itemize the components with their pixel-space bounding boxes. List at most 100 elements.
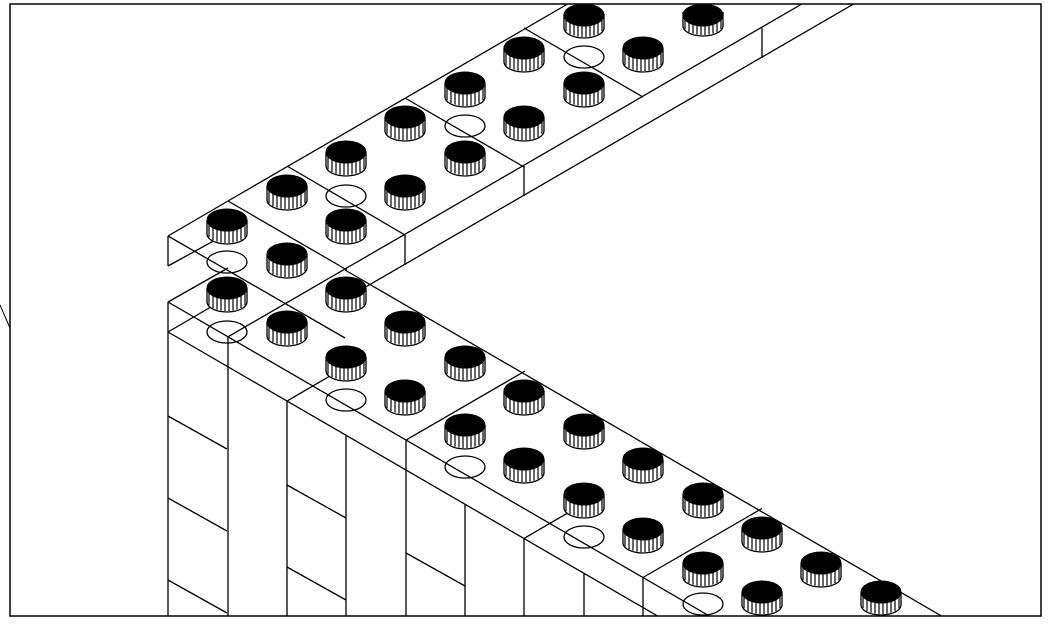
brick-edge — [286, 566, 347, 601]
stud-top — [444, 140, 486, 164]
hole-ring — [563, 45, 605, 69]
stud-icon — [563, 413, 605, 450]
stud-top — [266, 310, 308, 334]
stud-icon — [384, 310, 426, 347]
stud-icon — [325, 208, 367, 245]
stud-icon — [682, 482, 724, 519]
stud-icon — [800, 551, 842, 588]
stud-top — [266, 174, 308, 198]
stud-top — [444, 413, 486, 437]
stud-icon — [682, 4, 724, 37]
stud-top — [325, 140, 367, 164]
stud-top — [503, 447, 545, 471]
hole-ring — [563, 525, 605, 549]
stud-icon — [563, 482, 605, 519]
stud-top — [325, 345, 367, 369]
stud-top — [206, 208, 248, 232]
stud-icon — [266, 174, 308, 211]
stud-icon — [384, 174, 426, 211]
stud-icon — [206, 208, 248, 245]
stud-top — [384, 174, 426, 198]
stud-icon — [503, 105, 545, 142]
stud-top — [800, 551, 842, 575]
stud-icon — [325, 140, 367, 177]
stud-icon — [444, 71, 486, 108]
stud-top — [622, 36, 664, 60]
brick-edge — [405, 370, 526, 441]
stud-icon — [741, 580, 783, 616]
brick-edge — [167, 415, 228, 450]
brick-edge — [167, 301, 710, 616]
stud-icon — [563, 71, 605, 108]
stud-icon — [622, 517, 664, 554]
stud-top — [622, 447, 664, 471]
hole-ring — [444, 455, 486, 479]
stud-top — [384, 105, 426, 129]
brick-edge — [167, 331, 658, 616]
stud-top — [563, 4, 605, 27]
stud-top — [503, 379, 545, 403]
stud-top — [741, 516, 783, 540]
brick-edge — [523, 27, 644, 98]
stud-top — [741, 580, 783, 604]
edge-artifact — [0, 304, 11, 329]
stud-icon — [444, 345, 486, 382]
brick-edge — [227, 200, 348, 271]
stud-top — [325, 208, 367, 232]
stud-top — [325, 276, 367, 300]
stud-icon — [622, 36, 664, 73]
hole-ring — [682, 592, 724, 616]
stud-icon — [682, 551, 724, 588]
brick-edge — [167, 579, 228, 614]
brick-edge — [227, 4, 568, 202]
hole-ring — [325, 184, 367, 208]
stud-top — [384, 379, 426, 403]
stud-top — [563, 71, 605, 95]
stud-top — [503, 36, 545, 60]
stud-icon — [741, 516, 783, 553]
stud-top — [682, 4, 724, 27]
stud-top — [563, 413, 605, 437]
stud-icon — [384, 105, 426, 142]
stud-top — [444, 345, 486, 369]
hole-ring — [206, 320, 248, 344]
stud-icon — [622, 447, 664, 484]
stud-icon — [325, 276, 367, 313]
stud-icon — [206, 276, 248, 313]
brick-edge — [167, 235, 346, 339]
stud-icon — [503, 447, 545, 484]
stud-icon — [860, 580, 902, 616]
brick-edge — [642, 507, 763, 579]
stud-top — [622, 517, 664, 541]
stud-top — [503, 105, 545, 129]
stud-icon — [384, 379, 426, 416]
stud-top — [682, 551, 724, 575]
stud-icon — [444, 413, 486, 450]
brick-edge — [344, 4, 854, 300]
hole-ring — [444, 114, 486, 138]
brick-edge — [167, 497, 228, 532]
stud-icon — [503, 36, 545, 73]
brick-edge — [344, 4, 803, 270]
stud-icon — [563, 4, 605, 39]
brick-edge — [286, 165, 406, 236]
brick-edges — [167, 4, 942, 616]
brick-studs — [206, 4, 902, 616]
brick-edge — [404, 97, 525, 168]
stud-top — [444, 71, 486, 95]
brick-edge — [405, 552, 466, 587]
stud-icon — [444, 140, 486, 177]
brick-edge — [167, 200, 229, 237]
stud-top — [266, 242, 308, 266]
stud-top — [682, 482, 724, 506]
stud-icon — [503, 379, 545, 416]
brick-edge — [344, 269, 942, 616]
stud-top — [860, 580, 902, 604]
hole-ring — [206, 250, 248, 274]
stud-top — [206, 276, 248, 300]
stud-top — [563, 482, 605, 506]
brick-edge — [227, 267, 348, 338]
stud-icon — [325, 345, 367, 382]
stud-icon — [266, 242, 308, 279]
